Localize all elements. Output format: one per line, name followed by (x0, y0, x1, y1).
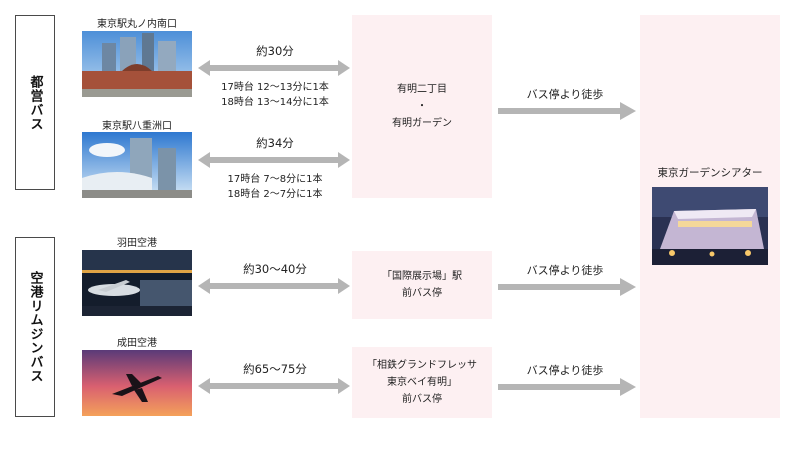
category-airport-limousine: 空港リムジンバス (15, 237, 55, 417)
category-airport-limousine-label: 空港リムジンバス (27, 271, 43, 383)
photo-narita-airport (82, 350, 192, 416)
walk-arrow-ariake (498, 102, 636, 120)
category-toei-bus: 都営バス (15, 15, 55, 190)
frequency-yaesu-17: 17時台 7〜8分に1本 (227, 174, 323, 185)
origin-label-yaesu: 東京駅八重洲口 (102, 121, 172, 132)
stop-sotetsu-line2: 東京ベイ有明」 (387, 377, 457, 388)
origin-label-narita: 成田空港 (117, 338, 157, 349)
frequency-marunouchi-18: 18時台 13〜14分に1本 (221, 97, 329, 108)
stop-kokusai-line2: 前バス停 (402, 288, 442, 299)
photo-tokyo-garden-theater (652, 187, 768, 265)
destination-title: 東京ガーデンシアター (657, 167, 763, 179)
photo-tokyo-station-yaesu (82, 132, 192, 198)
double-arrow-marunouchi (198, 60, 350, 76)
stop-ariake-line1: 有明二丁目 (397, 84, 447, 95)
stop-sotetsu-line3: 前バス停 (402, 394, 442, 405)
photo-haneda-airport (82, 250, 192, 316)
stop-sotetsu-line1: 「相鉄グランドフレッサ (367, 360, 477, 371)
origin-label-haneda: 羽田空港 (117, 238, 157, 249)
duration-narita: 約65〜75分 (243, 362, 307, 376)
walk-arrow-kokusai (498, 278, 636, 296)
frequency-marunouchi-17: 17時台 12〜13分に1本 (221, 82, 329, 93)
category-toei-bus-label: 都営バス (27, 74, 43, 131)
double-arrow-narita (198, 378, 350, 394)
double-arrow-haneda (198, 278, 350, 294)
walk-label-ariake: バス停より徒歩 (526, 88, 604, 101)
walk-label-sotetsu: バス停より徒歩 (526, 364, 604, 377)
stop-box-kokusai-tenjijo: 「国際展示場」駅 前バス停 (352, 251, 492, 319)
walk-arrow-sotetsu (498, 378, 636, 396)
stop-box-ariake: 有明二丁目 ・ 有明ガーデン (352, 15, 492, 198)
origin-label-marunouchi: 東京駅丸ノ内南口 (97, 19, 177, 30)
frequency-yaesu-18: 18時台 2〜7分に1本 (227, 189, 323, 200)
photo-tokyo-station-marunouchi (82, 31, 192, 97)
destination-box: 東京ガーデンシアター (640, 15, 780, 418)
stop-ariake-line3: 有明ガーデン (392, 118, 452, 129)
double-arrow-yaesu (198, 152, 350, 168)
stop-ariake-dot: ・ (417, 101, 427, 112)
stop-box-sotetsu: 「相鉄グランドフレッサ 東京ベイ有明」 前バス停 (352, 347, 492, 418)
duration-marunouchi: 約30分 (256, 44, 294, 58)
stop-kokusai-line1: 「国際展示場」駅 (382, 271, 462, 282)
duration-haneda: 約30〜40分 (243, 262, 307, 276)
walk-label-kokusai: バス停より徒歩 (526, 264, 604, 277)
duration-yaesu: 約34分 (256, 136, 294, 150)
